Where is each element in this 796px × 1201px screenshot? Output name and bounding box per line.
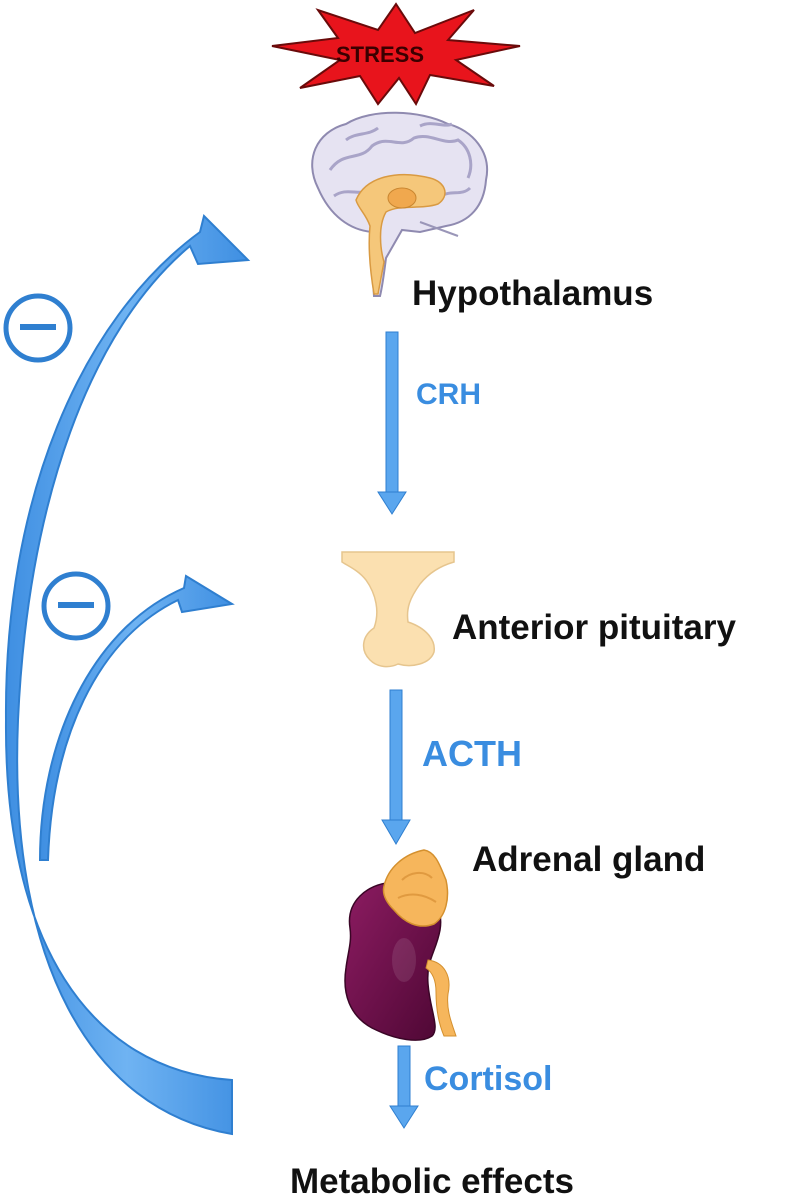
- pituitary-icon: [341, 551, 455, 668]
- stress-label: STRESS: [336, 42, 425, 67]
- brain-icon: [311, 111, 489, 297]
- stress-burst-icon: [271, 2, 521, 107]
- hypothalamus-label: Hypothalamus: [412, 274, 654, 313]
- anterior-pituitary-label: Anterior pituitary: [452, 608, 736, 647]
- feedback-arrow-hypothalamus: [4, 214, 251, 1136]
- crh-flow-arrow: [377, 331, 407, 515]
- adrenal-gland-label: Adrenal gland: [472, 840, 706, 879]
- cortisol-flow-arrow: [389, 1045, 419, 1129]
- metabolic-effects-label: Metabolic effects: [290, 1162, 574, 1201]
- cortisol-label: Cortisol: [424, 1060, 553, 1098]
- crh-label: CRH: [416, 378, 481, 411]
- negative-feedback-symbol-bottom: [41, 571, 111, 641]
- negative-feedback-symbol-top: [3, 293, 73, 363]
- acth-label: ACTH: [422, 733, 522, 774]
- feedback-arrow-pituitary: [38, 574, 235, 861]
- adrenal-kidney-icon: [344, 849, 457, 1041]
- acth-flow-arrow: [381, 689, 411, 845]
